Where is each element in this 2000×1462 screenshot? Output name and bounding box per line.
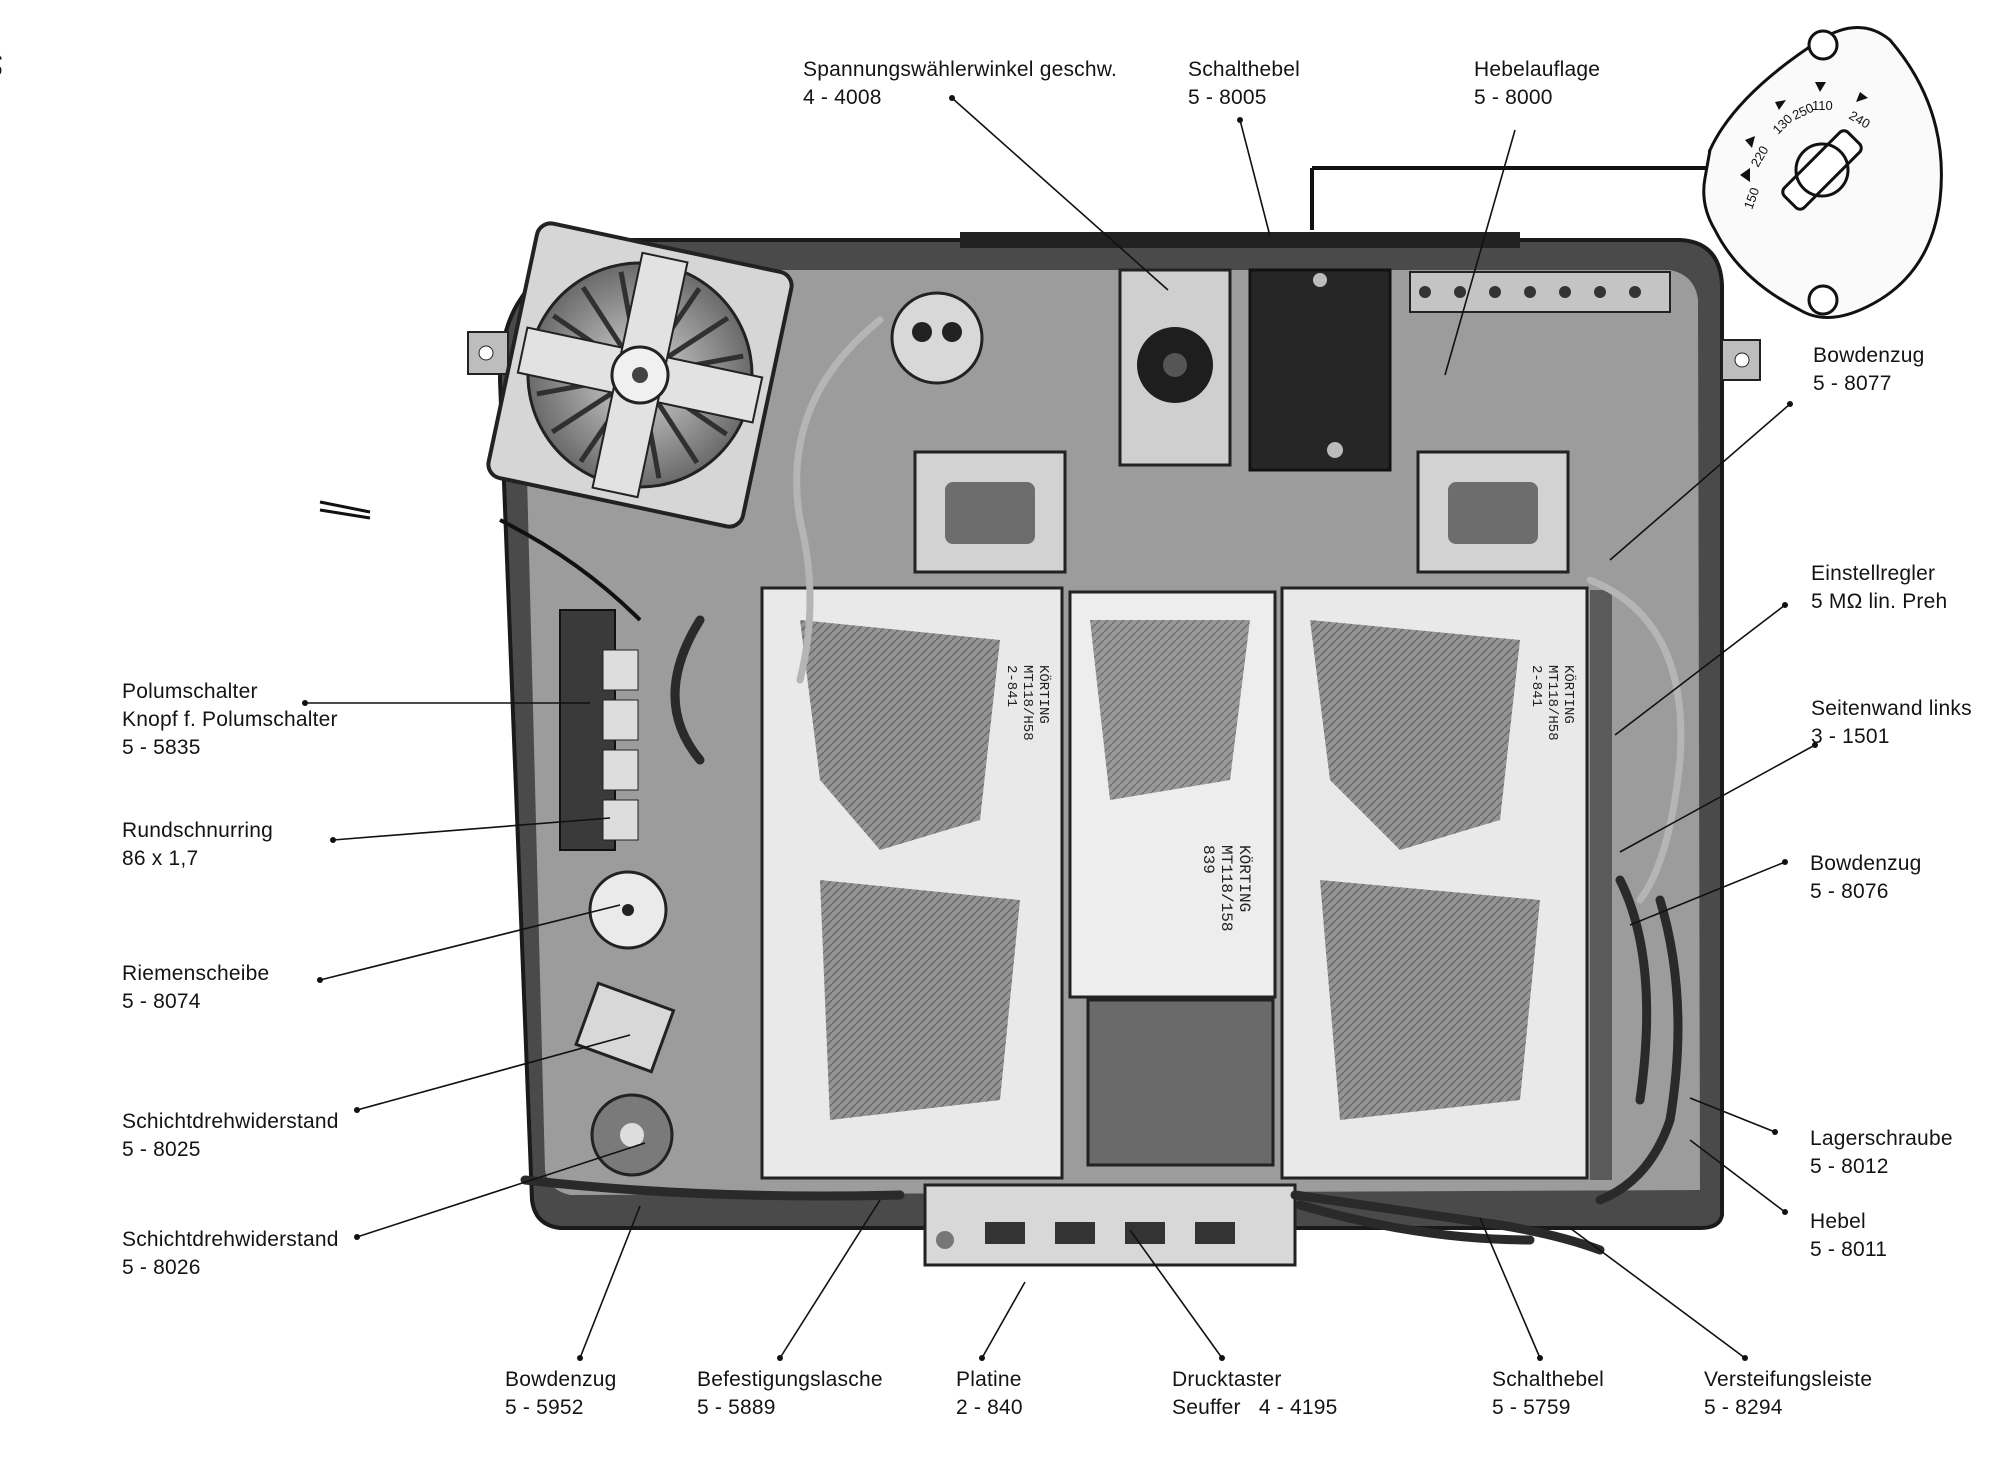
label-part: 5 - 5759 bbox=[1492, 1396, 1571, 1419]
opening bbox=[1086, 998, 1275, 1167]
label-name: Lagerschraube bbox=[1810, 1127, 1953, 1150]
label-name: Spannungswählerwinkel geschw. bbox=[803, 58, 1117, 81]
label-versteifungsleiste: Versteifungsleiste 5 - 8294 bbox=[1704, 1366, 1872, 1422]
label-part: 5 - 8074 bbox=[122, 990, 201, 1013]
label-name: Einstellregler bbox=[1811, 562, 1936, 585]
label-name: Riemenscheibe bbox=[122, 962, 270, 985]
socket bbox=[890, 291, 984, 385]
label-name: Bowdenzug bbox=[505, 1368, 617, 1391]
label-name-2: Knopf f. Polumschalter bbox=[122, 708, 338, 731]
label-schichtdreh-8025: Schichtdrehwiderstand 5 - 8025 bbox=[122, 1108, 339, 1164]
label-name: Versteifungsleiste bbox=[1704, 1368, 1873, 1391]
label-bowdenzug-8077: Bowdenzug 5 - 8077 bbox=[1813, 342, 1925, 398]
label-bowdenzug-5952: Bowdenzug 5 - 5952 bbox=[505, 1366, 617, 1422]
label-part: 5 - 8076 bbox=[1810, 880, 1889, 903]
label-part: 2 - 840 bbox=[956, 1396, 1023, 1419]
pushbutton-strip bbox=[923, 1183, 1297, 1267]
label-lagerschraube: Lagerschraube 5 - 8012 bbox=[1810, 1125, 1953, 1181]
pole-switch-panel bbox=[559, 609, 639, 851]
terminal-strip bbox=[1409, 271, 1671, 313]
board-marking-right-3: 2-841 bbox=[1528, 665, 1544, 707]
board-marking-center-3: 839 bbox=[1199, 845, 1217, 874]
voltage-selector-inset: 150 220 130 250 110 240 bbox=[1310, 26, 1943, 319]
label-name: Schalthebel bbox=[1188, 58, 1300, 81]
label-part: 5 - 8294 bbox=[1704, 1396, 1783, 1419]
lead-wire bbox=[499, 518, 642, 622]
label-part: 5 - 5835 bbox=[122, 736, 201, 759]
cables bbox=[520, 615, 1683, 1255]
resistor-8025 bbox=[574, 981, 676, 1074]
label-part: 86 x 1,7 bbox=[122, 847, 199, 870]
motor-fan bbox=[486, 221, 794, 529]
label-name: Bowdenzug bbox=[1813, 344, 1925, 367]
label-part: Seuffer 4 - 4195 bbox=[1172, 1396, 1338, 1419]
label-part: 5 MΩ lin. Preh bbox=[1811, 590, 1948, 613]
label-bowdenzug-8076: Bowdenzug 5 - 8076 bbox=[1810, 850, 1922, 906]
label-name: Hebelauflage bbox=[1474, 58, 1601, 81]
label-part: 5 - 8077 bbox=[1813, 372, 1892, 395]
label-name: Polumschalter bbox=[122, 680, 258, 703]
label-name: Platine bbox=[956, 1368, 1022, 1391]
voltage-switch-block bbox=[1118, 268, 1392, 472]
pcb-right: KÖRTING MT118/H58 2-841 bbox=[1280, 586, 1589, 1180]
label-schichtdreh-8026: Schichtdrehwiderstand 5 - 8026 bbox=[122, 1226, 339, 1282]
label-drucktaster: Drucktaster Seuffer 4 - 4195 bbox=[1172, 1366, 1338, 1422]
label-hebel: Hebel 5 - 8011 bbox=[1810, 1208, 1887, 1264]
label-polumschalter: Polumschalter Knopf f. Polumschalter 5 -… bbox=[122, 678, 338, 762]
voltage-label-150: 150 bbox=[1741, 186, 1763, 212]
board-marking-left-3: 2-841 bbox=[1003, 665, 1019, 707]
label-einstellregler: Einstellregler 5 MΩ lin. Preh bbox=[1811, 560, 1947, 616]
label-name: Schichtdrehwiderstand bbox=[122, 1228, 339, 1251]
label-platine: Platine 2 - 840 bbox=[956, 1366, 1023, 1422]
label-name: Rundschnurring bbox=[122, 819, 274, 842]
label-name: Befestigungslasche bbox=[697, 1368, 883, 1391]
label-name: Bowdenzug bbox=[1810, 852, 1922, 875]
voltage-label-110: 110 bbox=[1812, 98, 1833, 113]
label-part: 5 - 8012 bbox=[1810, 1155, 1889, 1178]
side-wall bbox=[1590, 590, 1612, 1180]
label-spannungswaehlerwinkel: Spannungswählerwinkel geschw. 4 - 4008 bbox=[803, 56, 1117, 112]
board-marking-left-1: KÖRTING bbox=[1035, 665, 1053, 724]
label-name: Hebel bbox=[1810, 1210, 1866, 1233]
pcb-left: KÖRTING MT118/H58 2-841 bbox=[760, 586, 1064, 1180]
label-name: Drucktaster bbox=[1172, 1368, 1282, 1391]
label-part: 5 - 5889 bbox=[697, 1396, 776, 1419]
label-schalthebel-bottom: Schalthebel 5 - 5759 bbox=[1492, 1366, 1604, 1422]
label-part: 5 - 8000 bbox=[1474, 86, 1553, 109]
label-hebelauflage: Hebelauflage 5 - 8000 bbox=[1474, 56, 1600, 112]
board-marking-left-2: MT118/H58 bbox=[1019, 665, 1035, 741]
transformer-right bbox=[1416, 450, 1570, 574]
pcb-center: KÖRTING MT118/158 839 bbox=[1068, 590, 1277, 999]
label-riemenscheibe: Riemenscheibe 5 - 8074 bbox=[122, 960, 269, 1016]
label-rundschnurring: Rundschnurring 86 x 1,7 bbox=[122, 817, 273, 873]
label-part: 5 - 8026 bbox=[122, 1256, 201, 1279]
board-marking-center-1: KÖRTING bbox=[1235, 845, 1254, 912]
label-part: 5 - 8005 bbox=[1188, 86, 1267, 109]
leader-lines bbox=[305, 97, 1816, 1359]
label-befestigungslasche: Befestigungslasche 5 - 5889 bbox=[697, 1366, 883, 1422]
label-part: 5 - 5952 bbox=[505, 1396, 584, 1419]
label-name: Seitenwand links bbox=[1811, 697, 1972, 720]
label-part: 5 - 8011 bbox=[1810, 1238, 1888, 1261]
label-seitenwand: Seitenwand links 3 - 1501 bbox=[1811, 695, 1972, 751]
label-name: Schalthebel bbox=[1492, 1368, 1604, 1391]
label-part: 3 - 1501 bbox=[1811, 725, 1890, 748]
label-part: 5 - 8025 bbox=[122, 1138, 201, 1161]
label-part: 4 - 4008 bbox=[803, 86, 882, 109]
label-name: Schichtdrehwiderstand bbox=[122, 1110, 339, 1133]
board-marking-right-2: MT118/H58 bbox=[1544, 665, 1560, 741]
label-schalthebel-top: Schalthebel 5 - 8005 bbox=[1188, 56, 1300, 112]
transformer-left bbox=[913, 450, 1067, 574]
board-marking-center-2: MT118/158 bbox=[1217, 845, 1235, 931]
board-marking-right-1: KÖRTING bbox=[1560, 665, 1578, 724]
